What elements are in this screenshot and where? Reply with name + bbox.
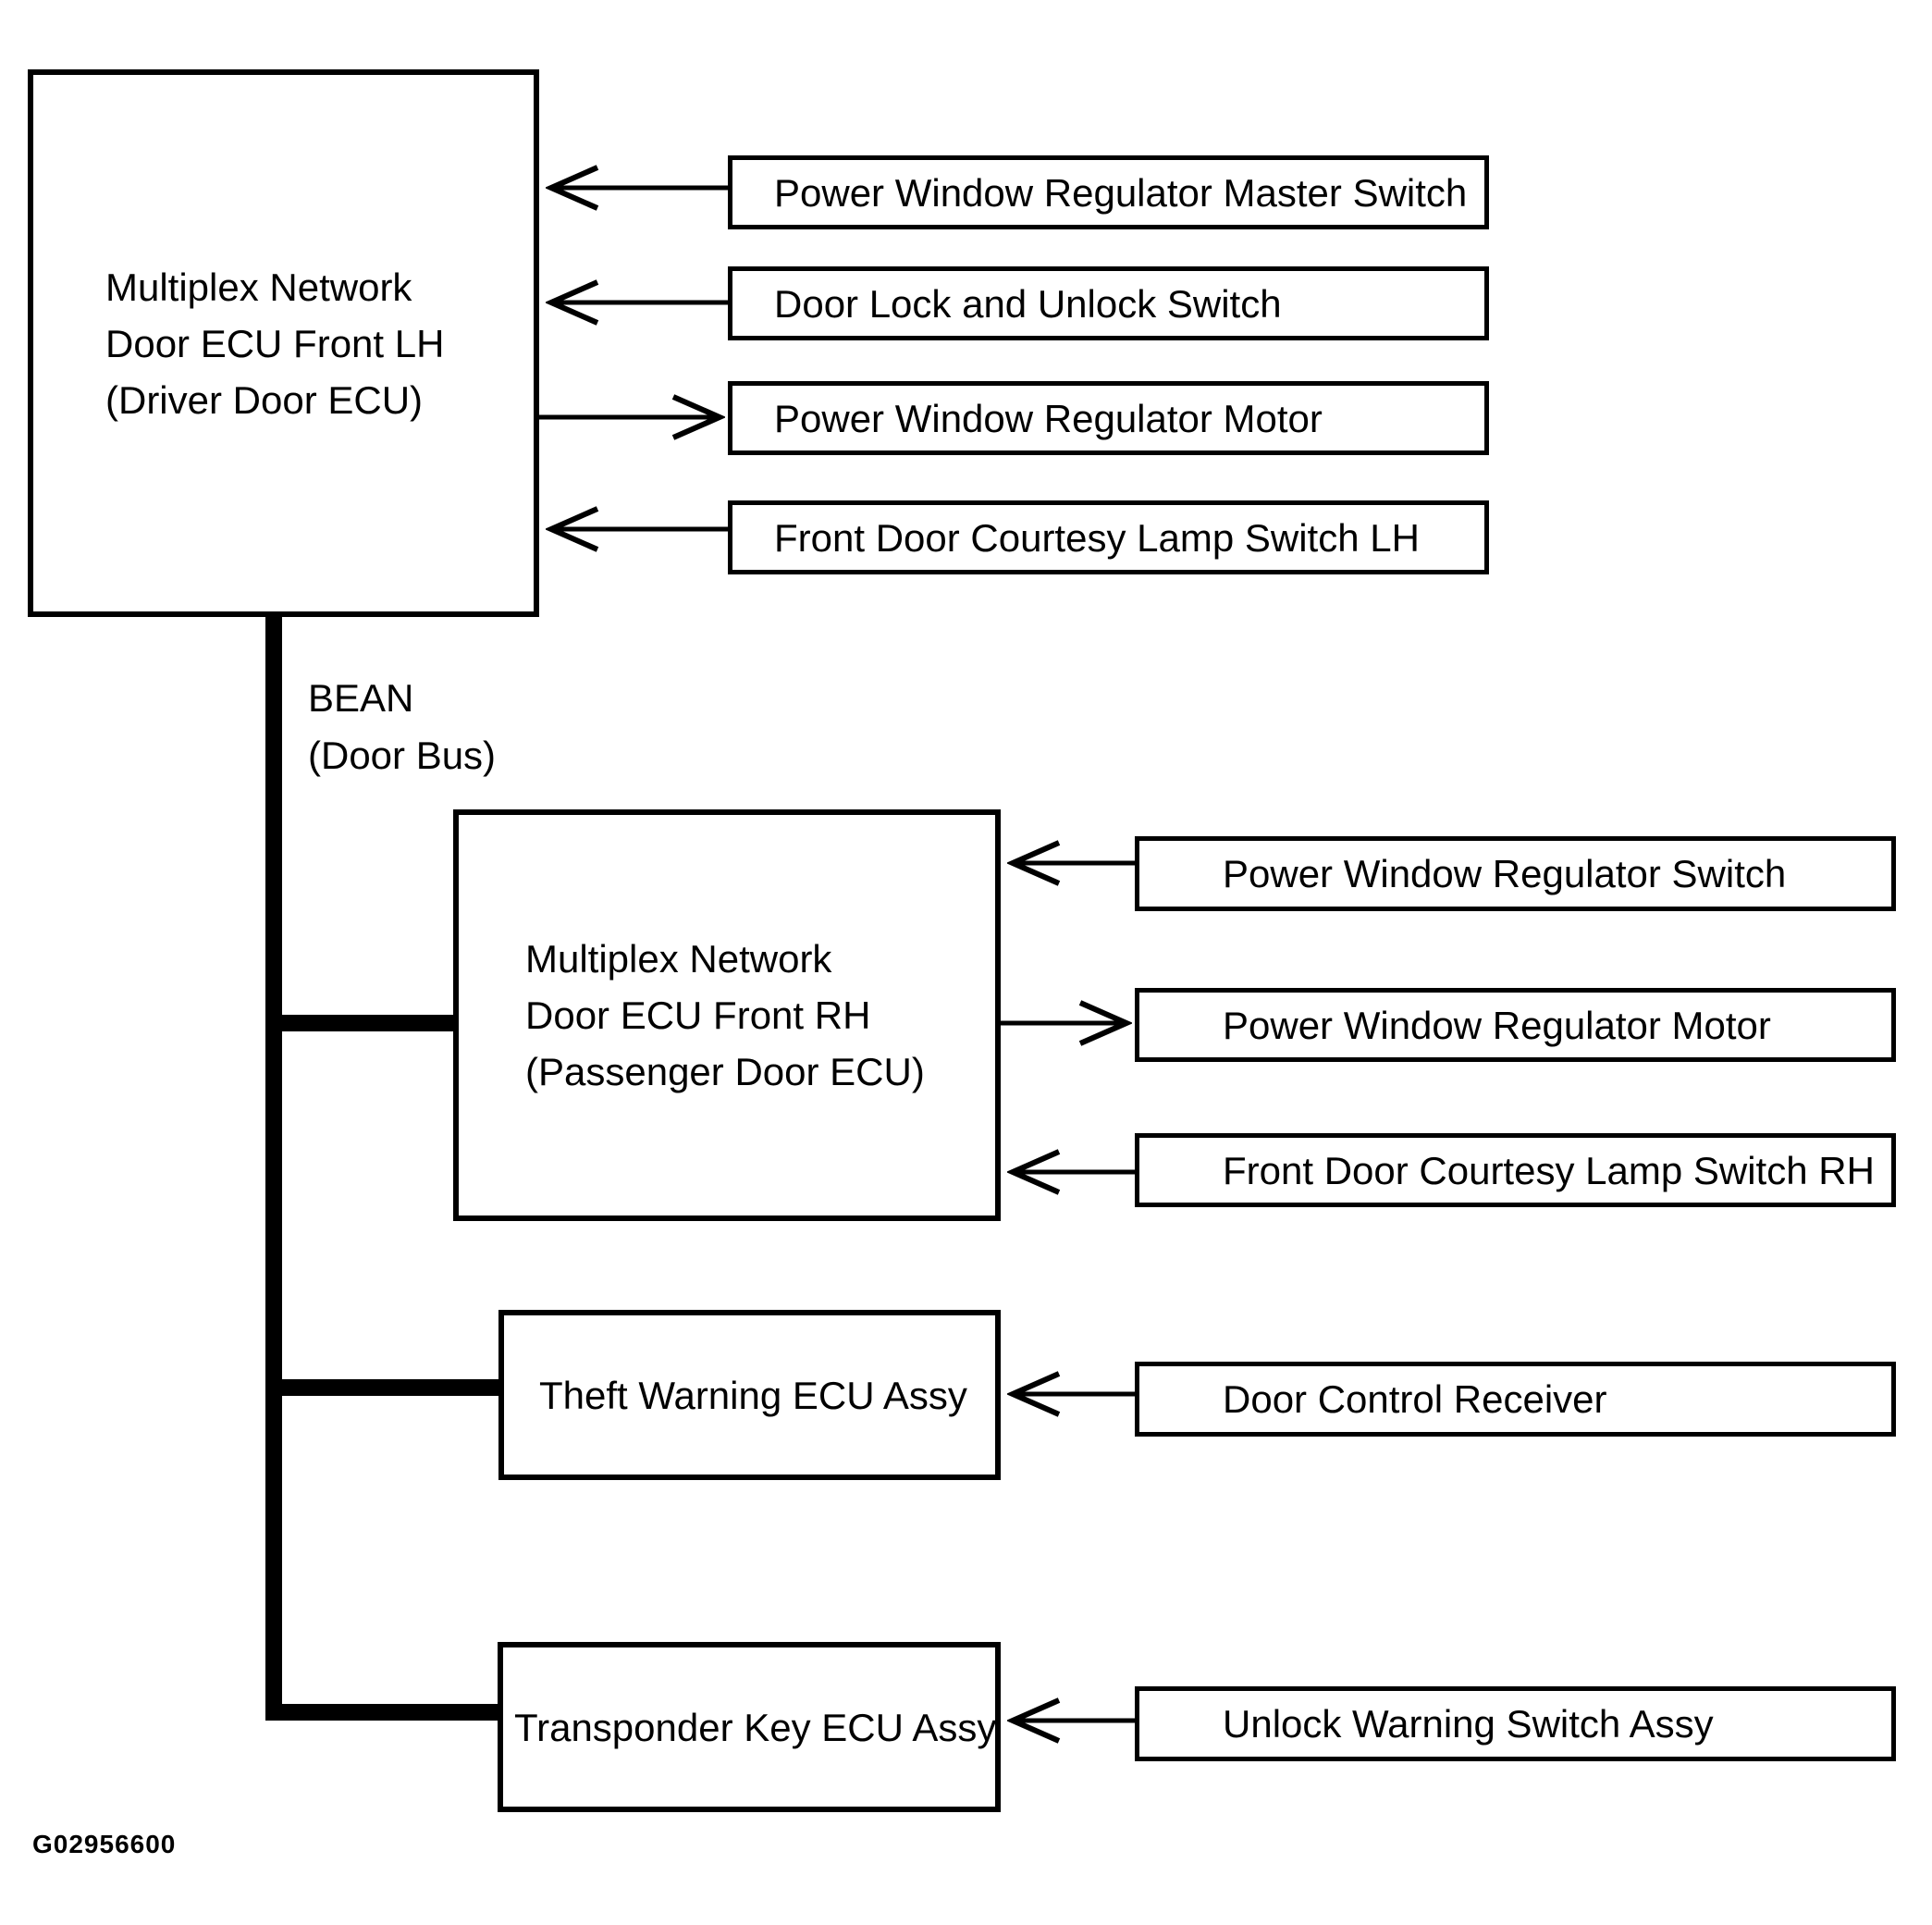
node-label: Power Window Regulator Motor xyxy=(1223,1003,1771,1047)
node-label-line: (Passenger Door ECU) xyxy=(525,1050,925,1093)
figure-id-label: G02956600 xyxy=(32,1830,177,1858)
node-label: Front Door Courtesy Lamp Switch LH xyxy=(774,515,1420,560)
node-label: Door Lock and Unlock Switch xyxy=(774,281,1282,326)
node-label: Transponder Key ECU Assy xyxy=(514,1705,997,1749)
node-label: Unlock Warning Switch Assy xyxy=(1223,1702,1714,1746)
node-front-door-courtesy-lamp-switch-lh: Front Door Courtesy Lamp Switch LH xyxy=(728,500,1489,574)
bus-label-line: BEAN xyxy=(308,676,414,720)
node-door-lock-and-unlock-switch: Door Lock and Unlock Switch xyxy=(728,266,1489,340)
bean-bus-trunk xyxy=(265,611,498,1721)
node-power-window-regulator-motor-rh: Power Window Regulator Motor xyxy=(1135,988,1896,1062)
node-transponder-key-ecu-assy: Transponder Key ECU Assy xyxy=(498,1642,1001,1812)
node-label-line: (Driver Door ECU) xyxy=(105,377,424,422)
node-label-line: Door ECU Front LH xyxy=(105,321,445,365)
node-label: Power Window Regulator Motor xyxy=(774,396,1323,440)
node-label-line: Multiplex Network xyxy=(105,265,412,309)
node-label: Door Control Receiver xyxy=(1223,1377,1607,1421)
bus-label-line: (Door Bus) xyxy=(308,734,497,777)
node-front-door-courtesy-lamp-switch-rh: Front Door Courtesy Lamp Switch RH xyxy=(1135,1133,1896,1207)
node-label-line: Multiplex Network xyxy=(525,937,832,981)
node-door-control-receiver: Door Control Receiver xyxy=(1135,1362,1896,1437)
node-power-window-regulator-switch-rh: Power Window Regulator Switch xyxy=(1135,836,1896,911)
node-passenger-door-ecu: Multiplex Network Door ECU Front RH (Pas… xyxy=(453,809,1001,1221)
node-theft-warning-ecu-assy: Theft Warning ECU Assy xyxy=(498,1310,1001,1480)
node-label: Front Door Courtesy Lamp Switch RH xyxy=(1223,1148,1875,1192)
node-label: Power Window Regulator Switch xyxy=(1223,852,1787,895)
node-label: Power Window Regulator Master Switch xyxy=(774,170,1468,215)
node-unlock-warning-switch-assy: Unlock Warning Switch Assy xyxy=(1135,1686,1896,1761)
node-power-window-regulator-motor-lh: Power Window Regulator Motor xyxy=(728,381,1489,455)
bus-label: BEAN (Door Bus) xyxy=(308,670,496,784)
node-label-line: Door ECU Front RH xyxy=(525,993,871,1037)
node-power-window-regulator-master-switch: Power Window Regulator Master Switch xyxy=(728,155,1489,229)
node-label: Theft Warning ECU Assy xyxy=(539,1373,967,1417)
node-driver-door-ecu: Multiplex Network Door ECU Front LH (Dri… xyxy=(28,69,539,617)
